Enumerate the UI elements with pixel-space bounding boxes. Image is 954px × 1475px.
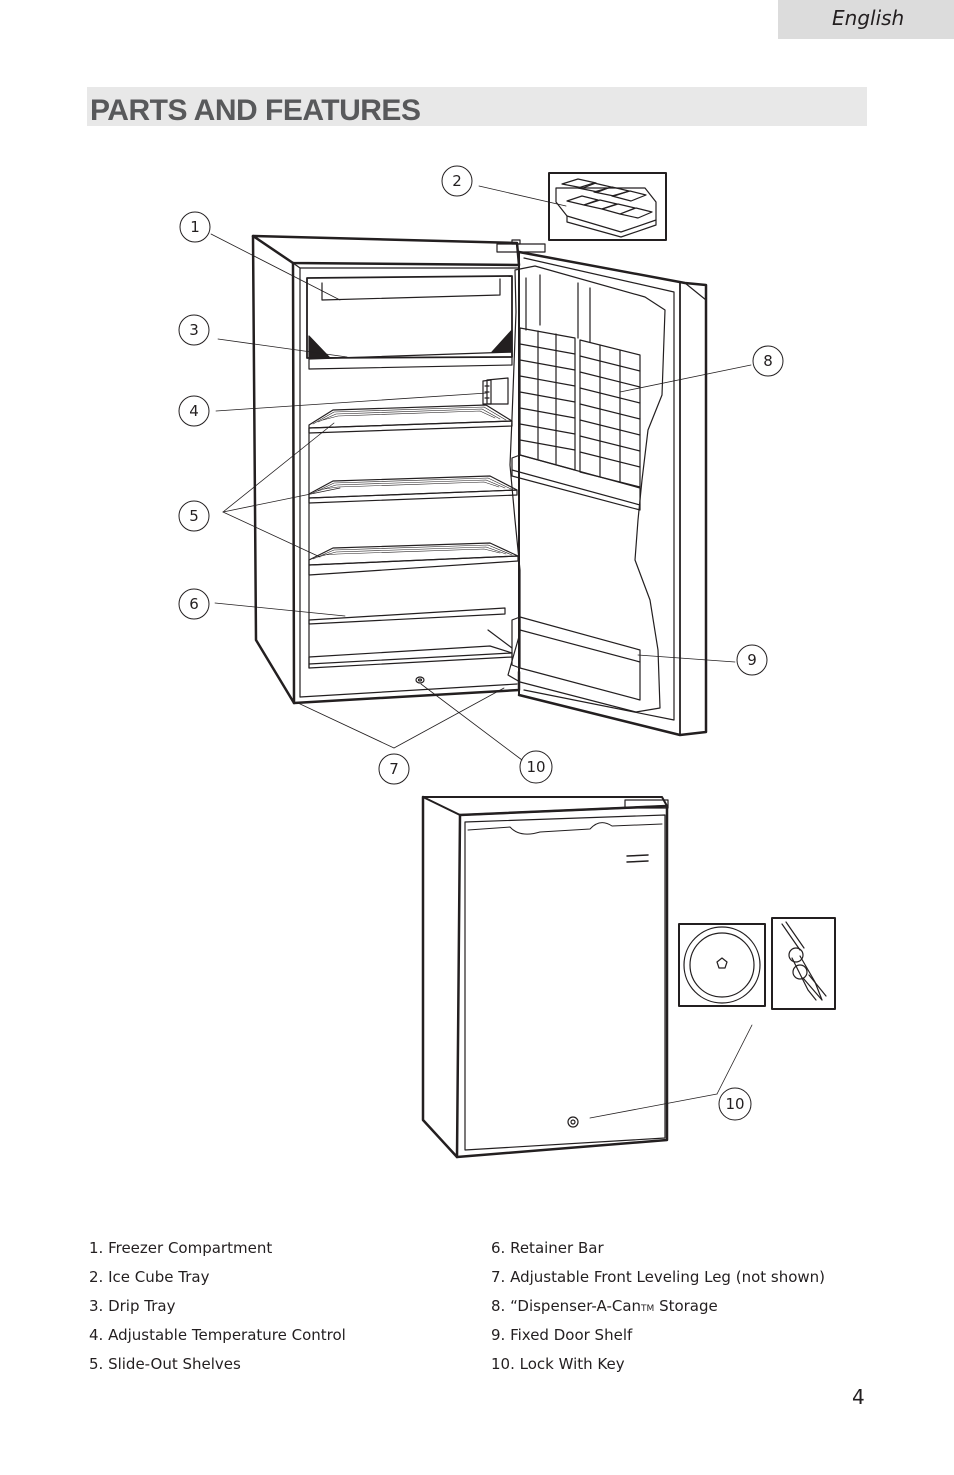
callout-10-label: 10 xyxy=(526,758,545,776)
callout-2-label: 2 xyxy=(452,172,462,190)
list-item: 2. Ice Cube Tray xyxy=(89,1268,210,1286)
parts-list-right: 6. Retainer Bar 7. Adjustable Front Leve… xyxy=(491,1237,825,1382)
callout-1-label: 1 xyxy=(190,218,200,236)
callout-9-label: 9 xyxy=(747,651,757,669)
parts-list-left: 1. Freezer Compartment 2. Ice Cube Tray … xyxy=(89,1237,346,1382)
closed-refrigerator-illustration xyxy=(421,795,669,1159)
callout-7-label: 7 xyxy=(389,760,399,778)
page-number: 4 xyxy=(852,1385,865,1409)
callout-leader-lines xyxy=(210,185,753,1119)
section-title-bar: PARTS AND FEATURES xyxy=(87,87,867,127)
list-item: 6. Retainer Bar xyxy=(491,1239,604,1257)
dispenser-rack xyxy=(519,327,641,488)
callout-10-closed-label: 10 xyxy=(725,1095,744,1113)
list-item: 3. Drip Tray xyxy=(89,1297,176,1315)
list-item-text-suffix: Storage xyxy=(654,1297,718,1315)
callout-8-label: 8 xyxy=(763,352,773,370)
list-item: 7. Adjustable Front Leveling Leg (not sh… xyxy=(491,1268,826,1286)
callout-3-label: 3 xyxy=(189,321,199,339)
callout-6-label: 6 xyxy=(189,595,199,613)
lock-closeup-illustration xyxy=(678,917,836,1010)
section-title: PARTS AND FEATURES xyxy=(90,94,421,127)
list-item: 1. Freezer Compartment xyxy=(89,1239,273,1257)
trademark-mark: TM xyxy=(641,1304,655,1314)
list-item: 10. Lock With Key xyxy=(491,1355,625,1373)
list-item-text: 8. “Dispenser-A-Can xyxy=(491,1297,642,1315)
refrigerator-diagram: 1 2 3 4 5 6 7 10 8 9 10 xyxy=(178,165,836,1159)
list-item: 9. Fixed Door Shelf xyxy=(491,1326,633,1344)
open-refrigerator-illustration xyxy=(251,234,708,737)
callout-5-label: 5 xyxy=(189,507,199,525)
language-tab: English xyxy=(778,0,954,39)
ice-cube-tray-illustration xyxy=(548,172,667,241)
list-item: 4. Adjustable Temperature Control xyxy=(89,1326,346,1344)
list-item: 8. “Dispenser-A-CanTM Storage xyxy=(491,1295,825,1324)
callout-circles xyxy=(178,165,784,1121)
callout-4-label: 4 xyxy=(189,402,199,420)
list-item: 5. Slide-Out Shelves xyxy=(89,1355,241,1373)
